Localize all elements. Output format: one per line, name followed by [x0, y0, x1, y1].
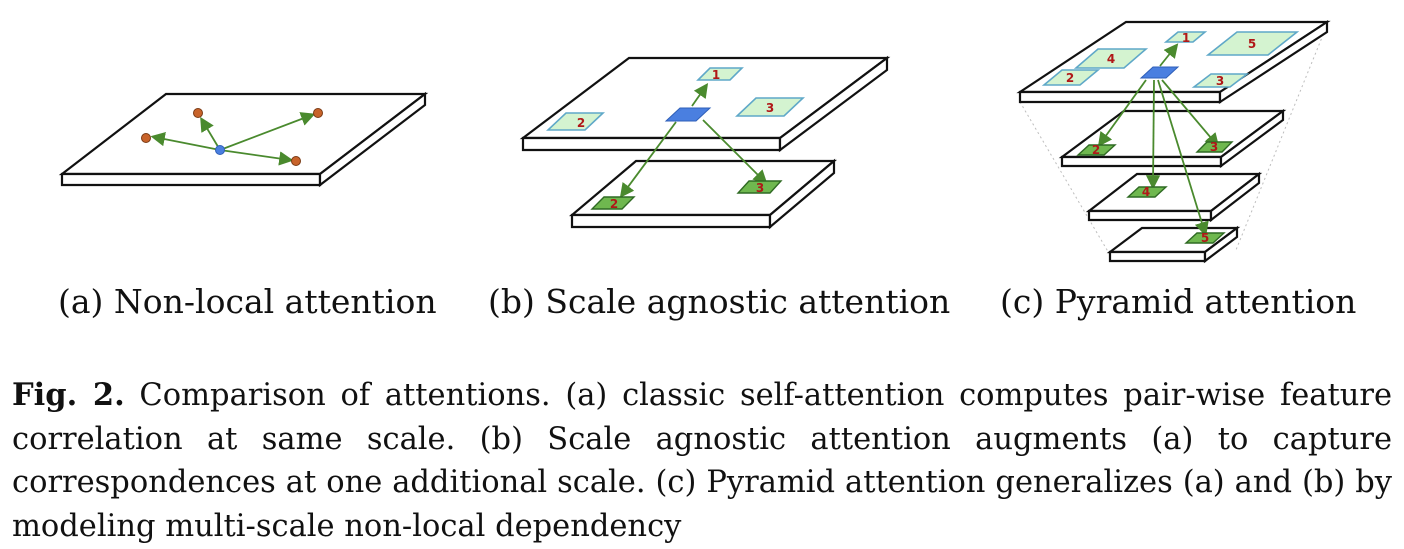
neighbor-point — [291, 156, 301, 166]
patch-number: 2 — [1066, 71, 1074, 85]
panel-b-scale-agnostic: 1 2 3 2 3 — [519, 55, 891, 230]
patch-number: 3 — [756, 181, 764, 195]
pyramid-guide-lines — [1019, 24, 1328, 256]
patch-number: 4 — [1107, 52, 1115, 66]
patch-number: 1 — [1182, 31, 1190, 45]
patch-b-bottom-2: 2 — [590, 196, 636, 211]
patch-c-level2-2: 2 — [1076, 143, 1117, 157]
plate-c-level2 — [1058, 108, 1287, 169]
patch-number: 3 — [766, 101, 774, 115]
query-patch-b — [664, 107, 712, 122]
panel-c-pyramid: 1 2 3 4 5 2 — [1016, 19, 1331, 264]
patch-c-level3-4: 4 — [1126, 185, 1168, 199]
patch-number: 5 — [1248, 37, 1256, 51]
attention-arrows-a — [150, 112, 316, 166]
plate-a — [58, 91, 429, 188]
query-patch-c — [1139, 66, 1180, 79]
patch-number: 3 — [1216, 74, 1224, 88]
panel-a-non-local — [58, 91, 429, 188]
patch-c-top-3: 3 — [1191, 73, 1250, 88]
patch-number: 1 — [712, 68, 720, 82]
figure-caption: Fig. 2. Comparison of attentions. (a) cl… — [12, 374, 1392, 548]
subcaption-c: (c) Pyramid attention — [1000, 282, 1357, 321]
patch-number: 3 — [1210, 140, 1218, 154]
patch-number: 2 — [577, 116, 585, 130]
patch-c-top-2: 2 — [1041, 69, 1101, 86]
plate-b-bottom — [568, 158, 838, 230]
subcaption-a: (a) Non-local attention — [58, 282, 437, 321]
patch-number: 5 — [1201, 231, 1209, 245]
neighbor-point — [193, 108, 203, 118]
patch-b-top-3: 3 — [734, 97, 806, 117]
plate-c-level3 — [1085, 171, 1263, 223]
figure-illustration: 1 2 3 2 3 — [58, 19, 1331, 264]
neighbor-point — [313, 108, 323, 118]
patch-c-level4-5: 5 — [1184, 231, 1226, 245]
query-point — [215, 145, 225, 155]
caption-text: Comparison of attentions. (a) classic se… — [12, 378, 1392, 544]
patch-c-level2-3: 3 — [1195, 140, 1234, 154]
patch-number: 4 — [1142, 185, 1150, 199]
neighbor-point — [141, 133, 151, 143]
subcaption-b: (b) Scale agnostic attention — [488, 282, 951, 321]
patch-b-top-2: 2 — [545, 112, 606, 131]
patch-c-top-1: 1 — [1163, 31, 1208, 45]
patch-number: 2 — [610, 197, 618, 211]
patch-c-top-4: 4 — [1073, 48, 1149, 69]
patch-b-bottom-3: 3 — [736, 180, 783, 195]
attention-arrows-c — [1097, 43, 1220, 237]
patch-b-top-1: 1 — [696, 67, 744, 82]
patch-c-top-5: 5 — [1205, 31, 1300, 56]
patch-number: 2 — [1092, 143, 1100, 157]
attention-arrows-b — [619, 83, 768, 198]
figure-label: Fig. 2. — [12, 377, 125, 413]
plate-b-top — [519, 55, 891, 153]
